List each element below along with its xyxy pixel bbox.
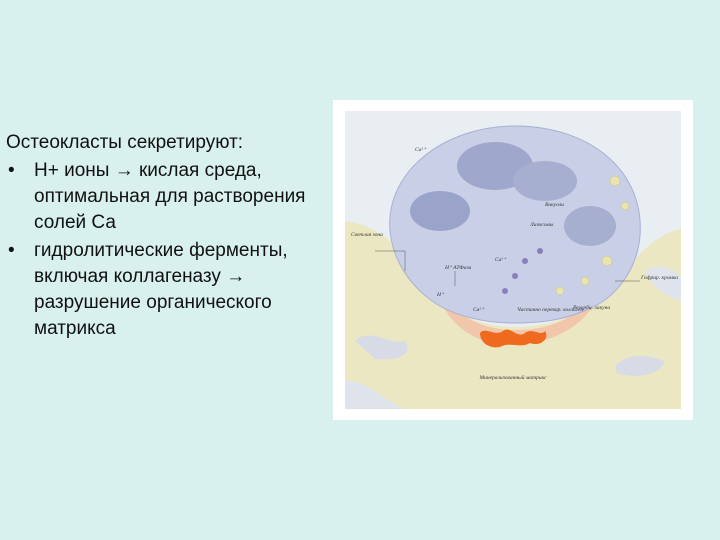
vesicle xyxy=(620,201,630,211)
resorption-zone xyxy=(435,286,600,345)
bullet-list: • Н+ ионы → кислая среда, оптимальная дл… xyxy=(6,158,326,342)
nucleus xyxy=(410,191,470,231)
matrix-caption: Минерализованный матрикс xyxy=(479,374,547,381)
osteoclast-illustration: Ca²⁺ Вакуоли Лизосомы Светлая зона Ca²⁺ … xyxy=(345,111,681,409)
lysosome xyxy=(522,258,528,264)
ruffled-border-label: Гофрир. кромка xyxy=(640,274,678,281)
ca-top-label: Ca²⁺ xyxy=(415,147,427,153)
bullet-marker: • xyxy=(8,240,15,261)
lysosome xyxy=(502,288,508,294)
lysosome xyxy=(537,248,543,254)
h-atpase-label: H⁺ АТФаза xyxy=(444,265,472,271)
lacuna-label: Резорбц. лакуна xyxy=(572,304,610,311)
bone-matrix xyxy=(345,221,681,409)
vesicle xyxy=(555,286,565,296)
bullet-item: • гидролитические ферменты, включая колл… xyxy=(6,238,326,342)
lysosome xyxy=(512,273,518,279)
bullet-text: Н+ ионы → кислая среда, оптимальная для … xyxy=(34,160,306,233)
nucleus xyxy=(513,161,577,201)
sealing-zone-label: Светлая зона xyxy=(351,232,383,238)
collagen-fragments xyxy=(480,329,547,348)
ca-low-label: Ca²⁺ xyxy=(473,307,485,313)
lysosomes-label: Лизосомы xyxy=(529,222,554,228)
osteocyte xyxy=(345,380,405,409)
ca-mid-label: Ca²⁺ xyxy=(495,257,507,263)
osteoclast-cell xyxy=(389,125,641,324)
osteocyte xyxy=(355,335,408,360)
vesicle xyxy=(609,175,621,187)
vesicle xyxy=(601,255,613,267)
bullet-item: • Н+ ионы → кислая среда, оптимальная дл… xyxy=(6,158,326,236)
nucleus xyxy=(564,206,616,246)
osteocyte xyxy=(645,266,681,301)
osteoclast-figure: Ca²⁺ Вакуоли Лизосомы Светлая зона Ca²⁺ … xyxy=(333,100,693,420)
vacuole-label: Вакуоли xyxy=(545,202,564,208)
bullet-text: гидролитические ферменты, включая коллаг… xyxy=(34,240,288,339)
slide-heading: Остеокласты секретируют: xyxy=(6,132,244,153)
slide-text: Остеокласты секретируют: • Н+ ионы → кис… xyxy=(6,130,326,344)
h-plus-label: H⁺ xyxy=(436,292,445,298)
bullet-marker: • xyxy=(8,160,15,181)
vesicle xyxy=(580,276,590,286)
collagen-label: Частично перевар. коллаген xyxy=(517,307,583,313)
osteocyte xyxy=(615,356,665,376)
